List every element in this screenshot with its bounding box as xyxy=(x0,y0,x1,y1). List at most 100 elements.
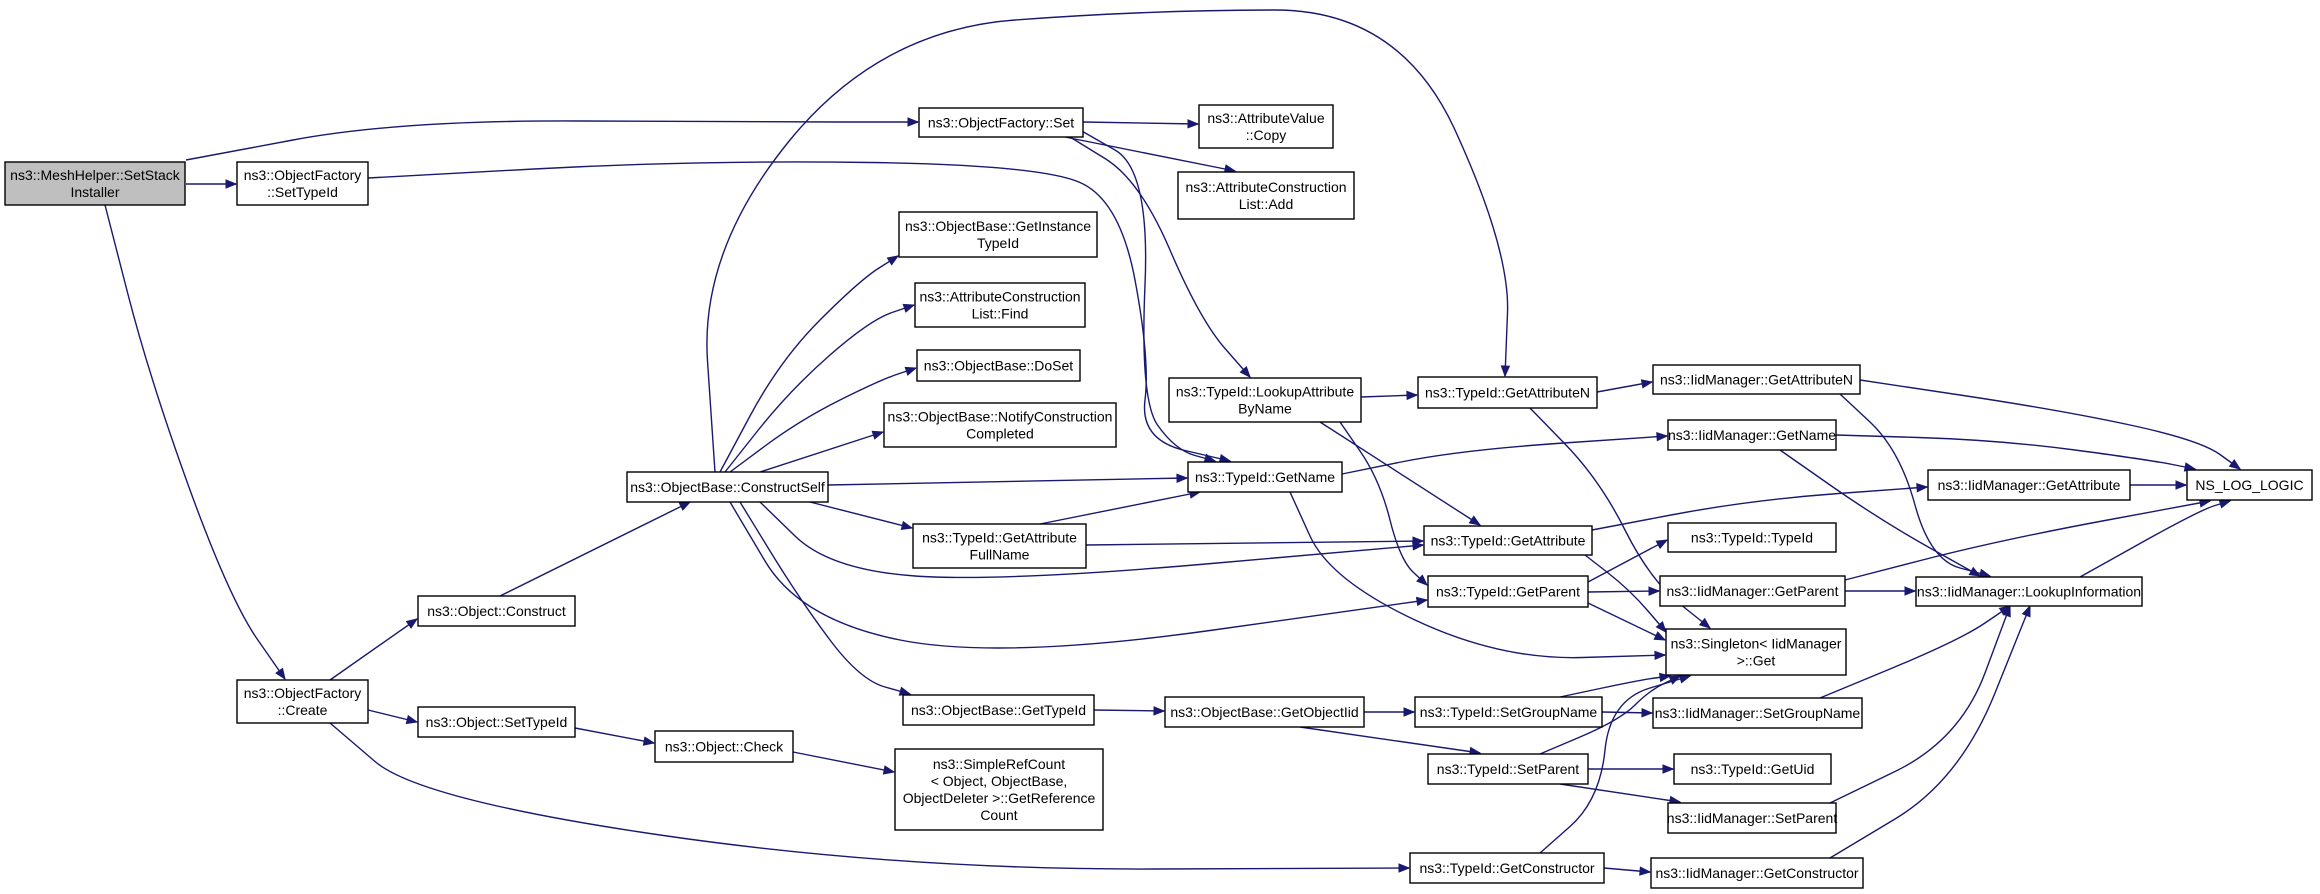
edge-iid_setgroupname-to-iid_lookupinfo xyxy=(1819,605,2012,699)
node-tid_getuid[interactable]: ns3::TypeId::GetUid xyxy=(1673,753,1832,785)
node-box[interactable] xyxy=(1667,522,1837,553)
node-iid_setgroupname[interactable]: ns3::IidManager::SetGroupName xyxy=(1652,697,1863,729)
node-label: ns3::ObjectBase::ConstructSelf xyxy=(630,479,825,495)
node-box[interactable] xyxy=(1198,104,1334,149)
node-av_copy[interactable]: ns3::AttributeValue::Copy xyxy=(1198,104,1334,149)
node-obj_settypeid[interactable]: ns3::Object::SetTypeId xyxy=(417,706,576,738)
arrowhead-icon xyxy=(1904,586,1917,596)
node-box[interactable] xyxy=(654,730,794,763)
node-label: ns3::IidManager::LookupInformation xyxy=(1917,583,2141,599)
node-iid_getparent[interactable]: ns3::IidManager::GetParent xyxy=(1659,575,1846,607)
node-iid_getconstructor[interactable]: ns3::IidManager::GetConstructor xyxy=(1650,857,1864,889)
node-box[interactable] xyxy=(1659,575,1846,607)
node-box[interactable] xyxy=(1423,525,1593,556)
arrowhead-icon xyxy=(907,117,920,127)
node-obj_construct[interactable]: ns3::Object::Construct xyxy=(417,595,576,627)
node-box[interactable] xyxy=(417,706,576,738)
node-box[interactable] xyxy=(236,161,369,206)
node-tid_getconstructor[interactable]: ns3::TypeId::GetConstructor xyxy=(1409,852,1605,884)
node-box[interactable] xyxy=(883,402,1117,448)
node-tid_getattributen[interactable]: ns3::TypeId::GetAttributeN xyxy=(1417,376,1598,409)
node-ob_gettypeid[interactable]: ns3::ObjectBase::GetTypeId xyxy=(902,694,1095,726)
node-box[interactable] xyxy=(916,349,1081,382)
node-box[interactable] xyxy=(1665,628,1847,676)
node-box[interactable] xyxy=(1177,171,1355,220)
node-box[interactable] xyxy=(1409,852,1605,884)
node-label: FullName xyxy=(970,546,1030,562)
node-box[interactable] xyxy=(914,282,1086,328)
node-tid_setgroupname[interactable]: ns3::TypeId::SetGroupName xyxy=(1414,696,1603,728)
node-ob_doset[interactable]: ns3::ObjectBase::DoSet xyxy=(916,349,1081,382)
arrowhead-icon xyxy=(1968,566,1982,577)
node-simplerefcount[interactable]: ns3::SimpleRefCount< Object, ObjectBase,… xyxy=(894,748,1104,831)
node-box[interactable] xyxy=(1915,576,2143,607)
node-box[interactable] xyxy=(894,748,1104,831)
node-box[interactable] xyxy=(1427,575,1589,608)
node-box[interactable] xyxy=(1673,753,1832,785)
node-tid_getattribute[interactable]: ns3::TypeId::GetAttribute xyxy=(1423,525,1593,556)
node-box[interactable] xyxy=(4,161,186,206)
node-obj_check[interactable]: ns3::Object::Check xyxy=(654,730,794,763)
node-iid_getname[interactable]: ns3::IidManager::GetName xyxy=(1667,419,1837,451)
node-ob_notify[interactable]: ns3::ObjectBase::NotifyConstructionCompl… xyxy=(883,402,1117,448)
edge-ob_constructself-to-ob_notify xyxy=(759,430,885,473)
node-label: ns3::TypeId::SetParent xyxy=(1437,761,1580,777)
node-box[interactable] xyxy=(1650,857,1864,889)
arrowhead-icon xyxy=(1187,119,1200,129)
edge-iid_getname-to-ns_log_logic xyxy=(1835,434,2197,472)
node-of_settypeid[interactable]: ns3::ObjectFactory::SetTypeId xyxy=(236,161,369,206)
node-label: ns3::AttributeConstruction xyxy=(1185,179,1346,195)
node-box[interactable] xyxy=(2186,469,2313,501)
node-label: ns3::ObjectBase::GetObjectIid xyxy=(1170,704,1358,720)
arrowhead-icon xyxy=(904,366,918,376)
node-ns_log_logic[interactable]: NS_LOG_LOGIC xyxy=(2186,469,2313,501)
node-box[interactable] xyxy=(1427,753,1589,785)
node-of_set[interactable]: ns3::ObjectFactory::Set xyxy=(918,107,1084,138)
node-box[interactable] xyxy=(1187,461,1343,493)
node-label: ns3::ObjectBase::GetTypeId xyxy=(911,702,1086,718)
node-singleton_get[interactable]: ns3::Singleton< IidManager>::Get xyxy=(1665,628,1847,676)
node-box[interactable] xyxy=(236,679,369,724)
node-tid_typeid[interactable]: ns3::TypeId::TypeId xyxy=(1667,522,1837,553)
node-ob_getobjectiid[interactable]: ns3::ObjectBase::GetObjectIid xyxy=(1164,696,1365,728)
node-box[interactable] xyxy=(912,523,1087,569)
node-box[interactable] xyxy=(1667,419,1837,451)
node-iid_getattributen[interactable]: ns3::IidManager::GetAttributeN xyxy=(1652,364,1861,395)
node-box[interactable] xyxy=(1652,697,1863,729)
node-box[interactable] xyxy=(1168,377,1362,423)
edge-ob_constructself-to-tid_getparent xyxy=(729,501,1429,649)
node-box[interactable] xyxy=(1164,696,1365,728)
node-ob_constructself[interactable]: ns3::ObjectBase::ConstructSelf xyxy=(626,471,829,503)
arrowhead-icon xyxy=(902,303,916,313)
edge-tid_getattribute-to-iid_getattribute xyxy=(1591,483,1929,531)
node-box[interactable] xyxy=(626,471,829,503)
node-box[interactable] xyxy=(1927,469,2131,501)
node-box[interactable] xyxy=(902,694,1095,726)
arrowhead-icon xyxy=(225,179,238,189)
node-box[interactable] xyxy=(417,595,576,627)
edge-line xyxy=(729,501,1428,649)
edge-line xyxy=(1835,434,2196,470)
node-box[interactable] xyxy=(1667,802,1837,834)
node-box[interactable] xyxy=(1417,376,1598,409)
node-of_create[interactable]: ns3::ObjectFactory::Create xyxy=(236,679,369,724)
node-iid_setparent[interactable]: ns3::IidManager::SetParent xyxy=(1667,802,1838,834)
node-box[interactable] xyxy=(918,107,1084,138)
node-iid_lookupinfo[interactable]: ns3::IidManager::LookupInformation xyxy=(1915,576,2143,607)
node-tid_setparent[interactable]: ns3::TypeId::SetParent xyxy=(1427,753,1589,785)
node-box[interactable] xyxy=(1652,364,1861,395)
node-box[interactable] xyxy=(898,211,1098,258)
node-tid_getname[interactable]: ns3::TypeId::GetName xyxy=(1187,461,1343,493)
node-tid_getparent[interactable]: ns3::TypeId::GetParent xyxy=(1427,575,1589,608)
edge-tid_getattrfullname-to-tid_getname xyxy=(1039,489,1202,525)
node-label: NS_LOG_LOGIC xyxy=(2195,477,2303,493)
node-iid_getattribute[interactable]: ns3::IidManager::GetAttribute xyxy=(1927,469,2131,501)
node-label: ns3::ObjectFactory::Set xyxy=(928,114,1074,130)
node-box[interactable] xyxy=(1414,696,1603,728)
